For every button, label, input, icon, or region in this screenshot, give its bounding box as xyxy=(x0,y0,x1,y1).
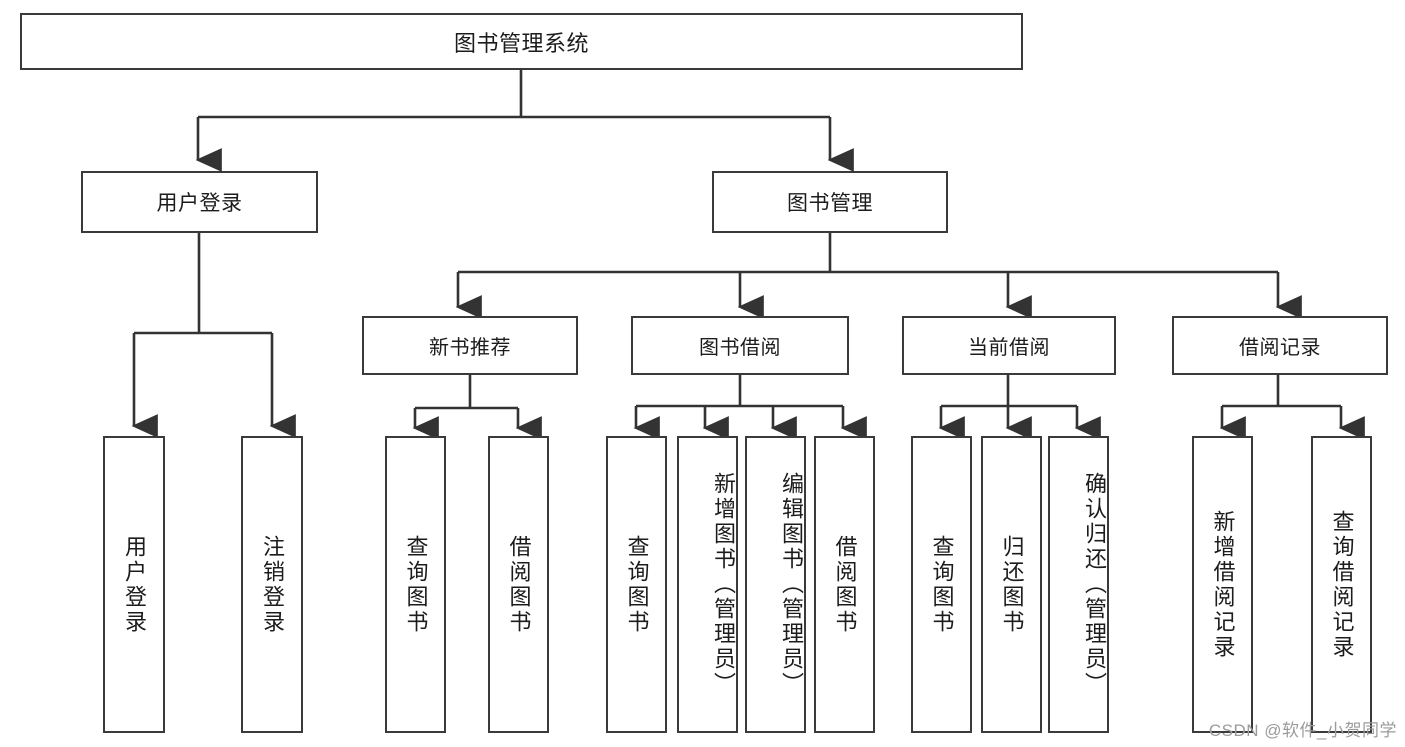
node-book-borrow[interactable]: 图书借阅 xyxy=(631,316,849,375)
leaf-label: 借阅图书 xyxy=(506,534,532,635)
leaf-label: 新增借阅记录 xyxy=(1210,509,1236,660)
node-root-label: 图书管理系统 xyxy=(453,30,589,56)
watermark: CSDN @软件_小贺同学 xyxy=(1208,721,1397,740)
node-borrow-record[interactable]: 借阅记录 xyxy=(1172,316,1388,375)
leaf-user-login-login[interactable]: 用户登录 xyxy=(103,436,165,733)
leaf-record-add-borrow-record[interactable]: 新增借阅记录 xyxy=(1192,436,1253,733)
node-user-login-label: 用户登录 xyxy=(156,192,243,215)
leaf-current-return-book[interactable]: 归还图书 xyxy=(981,436,1042,733)
leaf-label: 用户登录 xyxy=(121,534,147,635)
node-book-management-label: 图书管理 xyxy=(787,192,873,215)
node-user-login[interactable]: 用户登录 xyxy=(81,171,318,233)
node-book-borrow-label: 图书借阅 xyxy=(699,337,781,359)
leaf-label: 借阅图书 xyxy=(832,534,858,635)
node-root-system[interactable]: 图书管理系统 xyxy=(20,13,1023,70)
node-borrow-record-label: 借阅记录 xyxy=(1239,337,1321,359)
node-new-book-recommend-label: 新书推荐 xyxy=(429,337,511,359)
node-current-borrow[interactable]: 当前借阅 xyxy=(902,316,1116,375)
node-book-management[interactable]: 图书管理 xyxy=(712,171,948,233)
leaf-borrow-borrow-book[interactable]: 借阅图书 xyxy=(814,436,875,733)
leaf-borrow-edit-book-admin[interactable]: 编辑图书（管理员） xyxy=(745,436,806,733)
leaf-current-confirm-return-admin[interactable]: 确认归还（管理员） xyxy=(1048,436,1109,733)
leaf-recommend-query-book[interactable]: 查询图书 xyxy=(385,436,446,733)
leaf-label: 注销登录 xyxy=(259,534,285,635)
leaf-borrow-add-book-admin[interactable]: 新增图书（管理员） xyxy=(677,436,738,733)
node-current-borrow-label: 当前借阅 xyxy=(968,337,1050,359)
leaf-label: 查询图书 xyxy=(403,534,429,635)
leaf-record-query-borrow-record[interactable]: 查询借阅记录 xyxy=(1311,436,1372,733)
leaf-label: 查询图书 xyxy=(624,534,650,635)
leaf-label: 编辑图书（管理员） xyxy=(779,472,804,697)
leaf-label: 查询图书 xyxy=(929,534,955,635)
leaf-label: 新增图书（管理员） xyxy=(711,472,736,697)
node-new-book-recommend[interactable]: 新书推荐 xyxy=(362,316,578,375)
leaf-label: 查询借阅记录 xyxy=(1329,509,1355,660)
leaf-label: 确认归还（管理员） xyxy=(1082,472,1107,697)
leaf-label: 归还图书 xyxy=(999,534,1025,635)
leaf-recommend-borrow-book[interactable]: 借阅图书 xyxy=(488,436,549,733)
leaf-user-login-logout[interactable]: 注销登录 xyxy=(241,436,303,733)
leaf-borrow-query-book[interactable]: 查询图书 xyxy=(606,436,667,733)
leaf-current-query-book[interactable]: 查询图书 xyxy=(911,436,972,733)
